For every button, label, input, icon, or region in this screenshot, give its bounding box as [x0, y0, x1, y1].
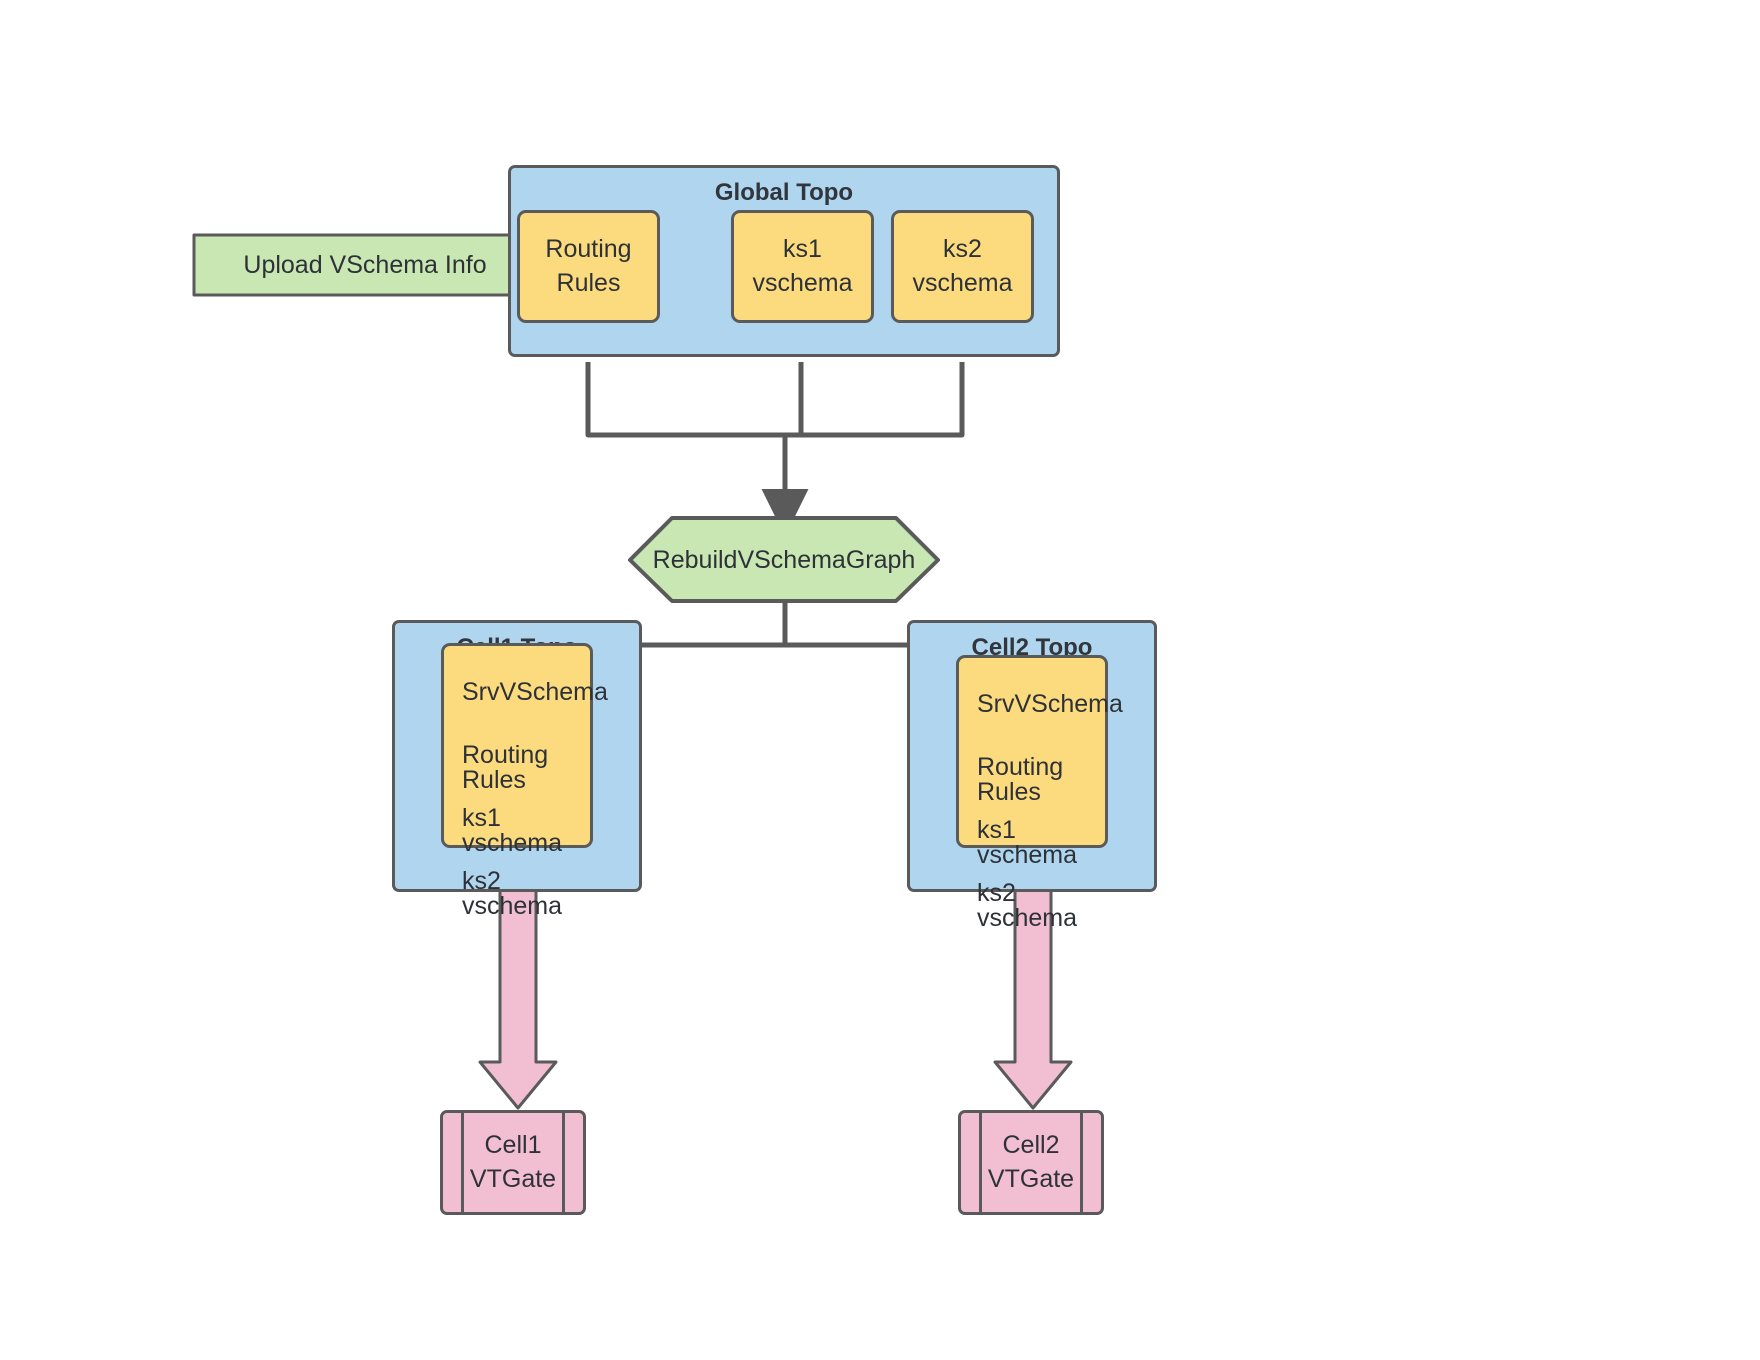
cell1-srv-line-ks2: ks2 vschema: [462, 867, 563, 920]
global-topo-merge-wires: [585, 362, 965, 438]
global-node-routing-rules[interactable]: Routing Rules: [517, 210, 660, 323]
process-bar-left: [979, 1110, 982, 1215]
cell2-srvvschema-box[interactable]: SrvVSchema Routing Rules ks1 vschema ks2…: [956, 655, 1123, 931]
cell2-vtgate-label: Cell2 VTGate: [987, 1130, 1075, 1193]
cell1-srv-line-ks1: ks1 vschema: [462, 804, 563, 857]
cell1-srvvschema-box[interactable]: SrvVSchema Routing Rules ks1 vschema ks2…: [441, 643, 608, 919]
cell2-srv-line-ks1: ks1 vschema: [977, 816, 1078, 869]
cell2-srv-line-ks2: ks2 vschema: [977, 879, 1078, 932]
process-bar-right: [1080, 1110, 1083, 1215]
cell1-srvvschema-title: SrvVSchema: [462, 678, 608, 706]
cell2-srv-line-routing-rules: Routing Rules: [977, 753, 1064, 806]
upload-vschema-label: Upload VSchema Info: [243, 250, 487, 279]
cell1-vtgate-label: Cell1 VTGate: [469, 1130, 557, 1193]
process-bar-left: [461, 1110, 464, 1215]
global-topo-title: Global Topo: [714, 179, 854, 206]
cell1-srv-line-routing-rules: Routing Rules: [462, 741, 549, 794]
rebuild-vschema-graph-label: RebuildVSchemaGraph: [652, 545, 916, 574]
process-bar-right: [562, 1110, 565, 1215]
cell1-vtgate-node[interactable]: Cell1 VTGate: [440, 1110, 586, 1215]
global-node-ks2-vschema[interactable]: ks2 vschema: [891, 210, 1034, 323]
rebuild-vschema-graph-shape: [628, 516, 940, 603]
global-node-ks1-vschema[interactable]: ks1 vschema: [731, 210, 874, 323]
cell2-vtgate-node[interactable]: Cell2 VTGate: [958, 1110, 1104, 1215]
cell2-srvvschema-title: SrvVSchema: [977, 690, 1123, 718]
